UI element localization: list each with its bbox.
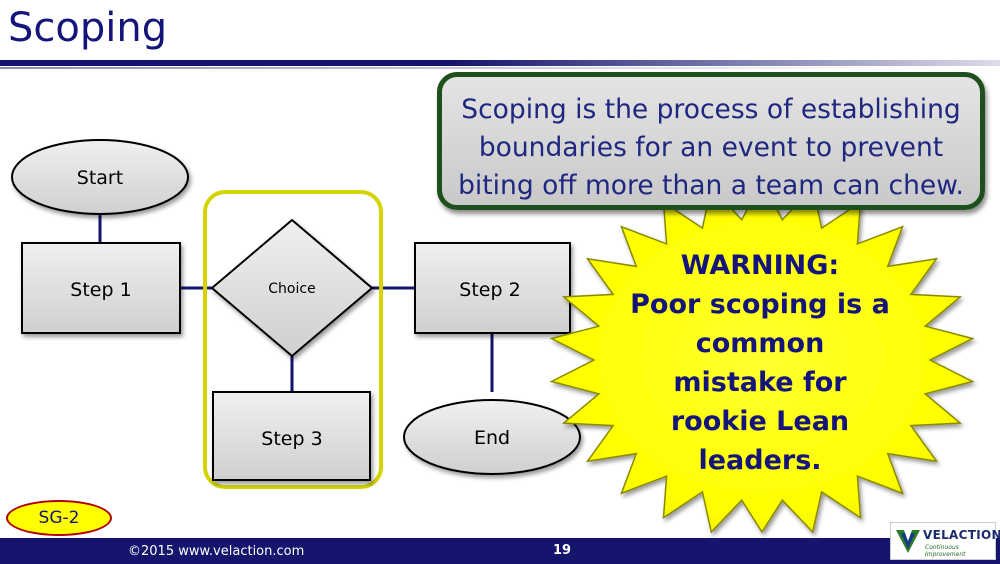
logo-tagline: Continuous Improvement	[925, 544, 966, 558]
step2-label: Step 2	[459, 279, 520, 301]
copyright-text: ©2015 www.velaction.com	[128, 544, 305, 559]
scoping-definition-callout: Scoping is the process of establishing b…	[437, 72, 985, 210]
step3-process-box	[212, 391, 371, 481]
start-terminator	[11, 139, 189, 215]
step3-label: Step 3	[261, 428, 322, 450]
title-divider	[0, 60, 1000, 66]
title-divider-accent	[0, 67, 1000, 69]
slide-code-badge: SG-2	[6, 500, 112, 536]
definition-line: biting off more than a team can chew.	[458, 170, 964, 201]
warning-text: WARNING: Poor scoping is a common mistak…	[600, 246, 920, 480]
page-number: 19	[553, 543, 572, 558]
velaction-logo: VELACTION Continuous Improvement	[890, 522, 1000, 560]
warning-starburst	[549, 180, 975, 534]
end-label: End	[474, 427, 510, 449]
logo-v-icon	[896, 530, 920, 553]
flowchart-diagram: Start Step 1 Choice Step 3 Step 2 End	[11, 139, 975, 534]
warning-line: leaders.	[698, 445, 822, 476]
step2-process-box	[414, 242, 571, 334]
footer-bar	[0, 538, 1000, 564]
warning-line: common	[695, 328, 825, 359]
warning-line: mistake for	[673, 367, 847, 398]
definition-line: Scoping is the process of establishing	[461, 94, 961, 125]
choice-label: Choice	[268, 281, 315, 297]
warning-line: Poor scoping is a	[630, 289, 890, 320]
slide-title: Scoping	[8, 5, 168, 51]
step1-process-box	[21, 242, 181, 334]
definition-line: boundaries for an event to prevent	[478, 132, 944, 163]
warning-line: rookie Lean	[670, 406, 850, 437]
warning-line: WARNING:	[680, 250, 840, 281]
step1-label: Step 1	[70, 279, 131, 301]
choice-decision-diamond	[210, 218, 374, 358]
scope-highlight-box	[203, 190, 383, 489]
end-terminator	[403, 399, 581, 475]
start-label: Start	[77, 167, 123, 189]
logo-name: VELACTION	[923, 528, 1000, 542]
